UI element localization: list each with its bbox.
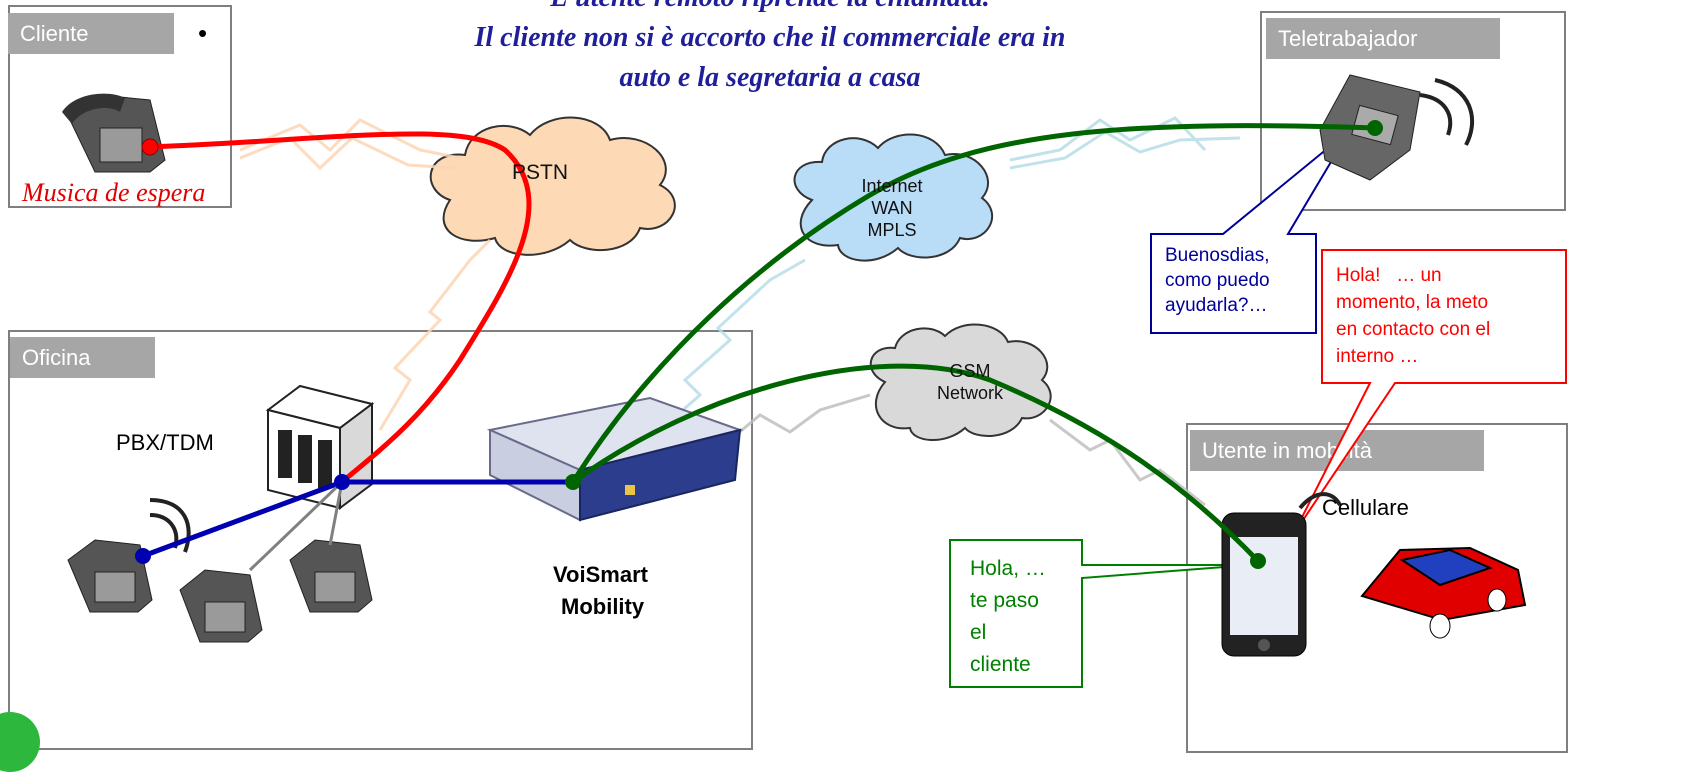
gsm-cloud: [869, 323, 1052, 442]
oficina-tab: Oficina: [10, 337, 155, 378]
colleague-line-2: te paso: [970, 589, 1039, 612]
secretary-line-2: momento, la meto: [1336, 292, 1489, 313]
secretary-line-3: en contacto con el: [1336, 319, 1491, 340]
colleague-callout-text: Hola, … te paso el cliente: [970, 553, 1046, 681]
internet-cloud: [793, 133, 994, 262]
internet-label-line-2: WAN: [871, 198, 913, 218]
office-phone-dot: [135, 548, 151, 564]
teleworker-callout-text: Buenosdias, como puedo ayudarla?…: [1165, 243, 1270, 318]
teleworker-line-1: Buenosdias,: [1165, 245, 1270, 266]
diagram-canvas: [62, 74, 1567, 688]
gsm-label-line-2: Network: [936, 383, 1003, 403]
internet-label-line-3: MPLS: [867, 220, 917, 240]
colleague-line-1: Hola, …: [970, 557, 1046, 580]
cellulare-label: Cellulare: [1322, 495, 1409, 520]
colleague-callout: [949, 539, 1251, 688]
cliente-phone-icon: [62, 93, 166, 173]
title-line-2: Il cliente non si è accorto che il comme…: [474, 22, 1066, 53]
hold-music-caption: Musica de espera: [22, 178, 206, 207]
gsm-call-line: [571, 363, 1260, 563]
mobile-endpoint-dot: [1250, 553, 1266, 569]
title-line-3: auto e la segretaria a casa: [619, 62, 921, 93]
ip-call-line: [570, 123, 1376, 484]
office-branch-lines: [248, 480, 344, 572]
internet-label-line-1: Internet: [861, 176, 923, 196]
teleworker-line-2: como puedo: [1165, 270, 1270, 291]
secretary-line-4: interno …: [1336, 346, 1419, 367]
diagram-title: L'utente remoto riprende la chiamata. Il…: [290, 0, 1250, 98]
teleworker-line-3: ayudarla?…: [1165, 295, 1268, 316]
pstn-call-line: [149, 131, 532, 484]
colleague-line-3: el: [970, 621, 987, 644]
voismart-node-dot: [565, 474, 581, 490]
diagram-stage: Cliente • Teletrabajador Oficina Utente …: [0, 0, 1568, 772]
signal-zigzags: [239, 116, 1241, 507]
pstn-label: PSTN: [512, 161, 569, 184]
gsm-label-line-1: GSM: [949, 361, 991, 381]
teleworker-callout: [1150, 129, 1351, 334]
office-phones-icon: [67, 498, 373, 643]
cliente-endpoint-dot: [141, 138, 159, 156]
gsm-cloud-label: GSM Network: [925, 360, 1015, 404]
secretary-line-1: Hola! … un: [1336, 265, 1442, 286]
secretary-callout: [1292, 249, 1567, 536]
car-icon: [1360, 546, 1527, 639]
secretary-callout-text: Hola! … un momento, la meto en contacto …: [1336, 262, 1490, 370]
voismart-label-line-2: Mobility: [561, 594, 645, 619]
title-line-1: L'utente remoto riprende la chiamata.: [290, 0, 1250, 18]
cliente-tab: Cliente: [8, 13, 174, 54]
cliente-bullet: •: [198, 18, 208, 48]
teleworker-endpoint-dot: [1367, 120, 1383, 136]
colleague-line-4: cliente: [970, 653, 1031, 676]
oficina-box: [8, 330, 753, 750]
pbx-node-dot: [334, 474, 350, 490]
teletrabajador-tab: Teletrabajador: [1266, 18, 1500, 59]
pstn-cloud: [429, 116, 676, 256]
voismart-label-line-1: VoiSmart: [553, 562, 648, 587]
pbx-label: PBX/TDM: [116, 430, 214, 455]
voismart-device-icon: [486, 396, 744, 522]
internet-cloud-label: Internet WAN MPLS: [852, 175, 932, 241]
